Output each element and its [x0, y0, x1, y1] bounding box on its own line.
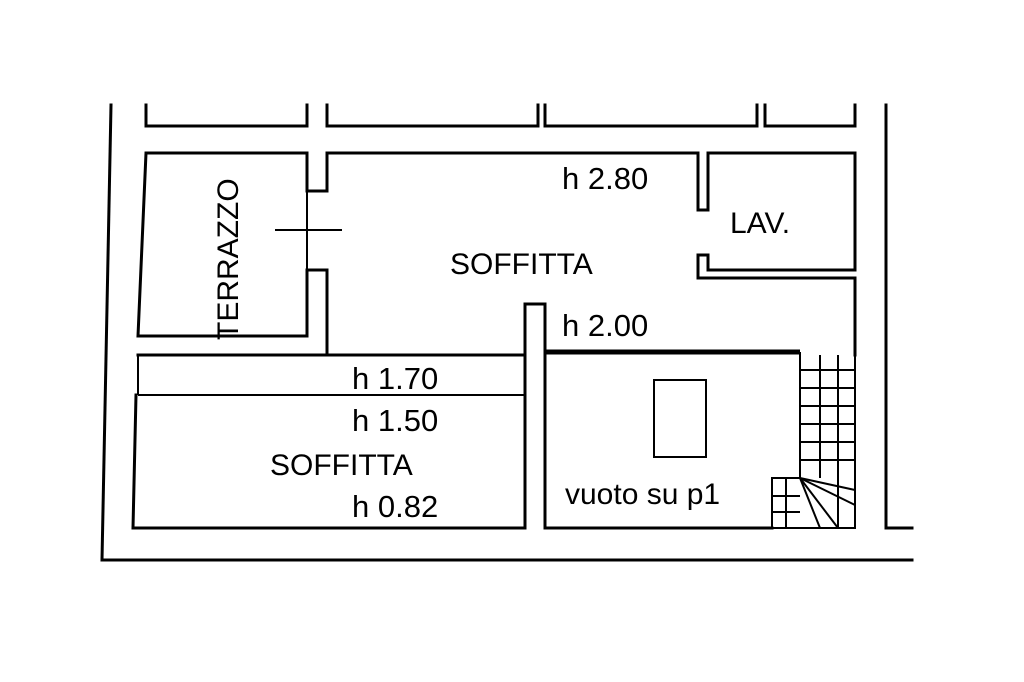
top-wall-segments	[144, 103, 857, 128]
staircase	[771, 352, 856, 529]
height-label-082: h 0.82	[352, 489, 438, 524]
room-label-terrazzo: TERRAZZO	[212, 178, 245, 340]
height-label-170: h 1.70	[352, 361, 438, 396]
outer-walls	[100, 103, 914, 562]
vuoto-walls	[523, 302, 800, 530]
lav-walls	[696, 151, 857, 357]
soffitta-bottom-walls	[131, 353, 527, 530]
room-label-soffitta-bottom: SOFFITTA	[270, 449, 413, 482]
room-label-vuoto: vuoto su p1	[565, 478, 720, 511]
height-label-150: h 1.50	[352, 403, 438, 438]
room-label-soffitta-top: SOFFITTA	[450, 248, 593, 281]
terrazzo-walls	[136, 151, 342, 357]
height-label-200: h 2.00	[562, 308, 648, 343]
room-label-lav: LAV.	[730, 207, 790, 240]
height-label-280: h 2.80	[562, 161, 648, 196]
